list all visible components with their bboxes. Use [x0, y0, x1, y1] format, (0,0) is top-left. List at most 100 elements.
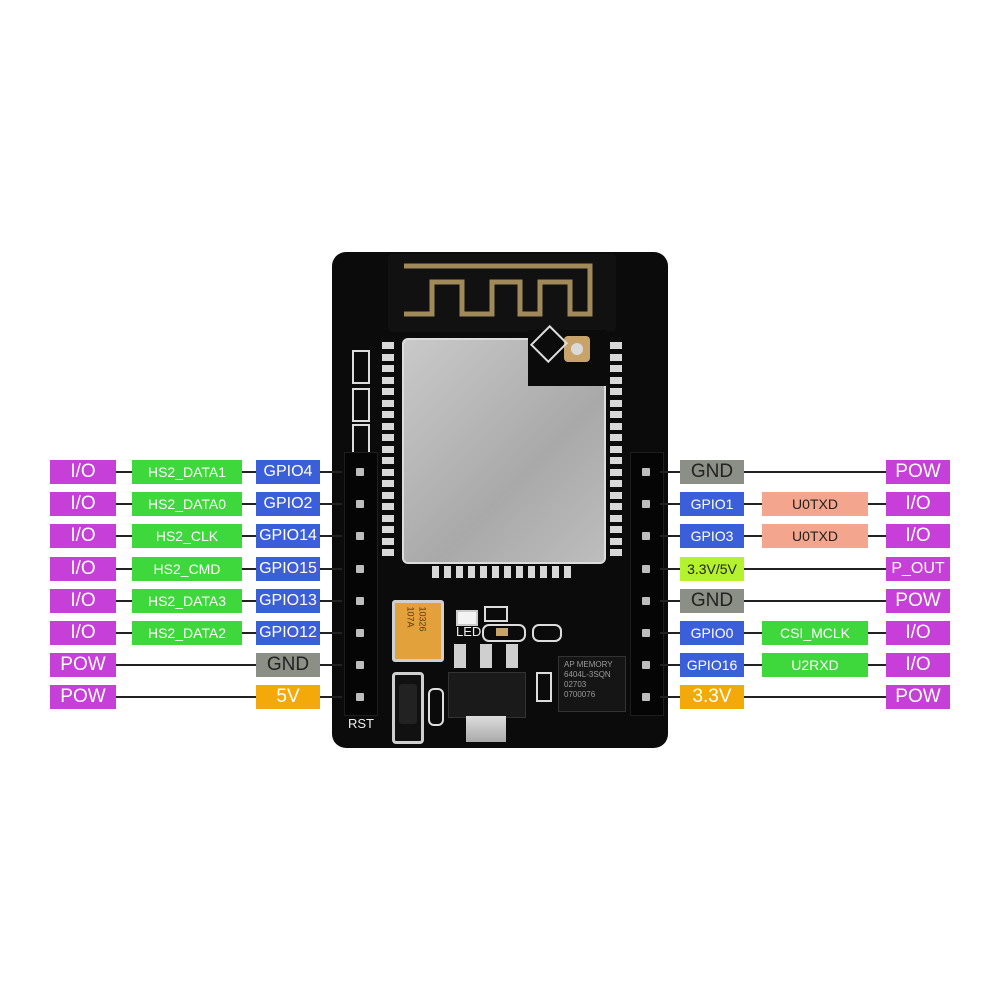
- module-pad: [610, 399, 622, 407]
- module-pad: [382, 411, 394, 418]
- right-pin-header: [630, 452, 664, 716]
- pin-badge: 5V: [256, 685, 320, 709]
- type-badge: I/O: [50, 589, 116, 613]
- module-pad: [610, 480, 622, 487]
- header-pin: [356, 532, 364, 541]
- pin-badge: 3.3V: [680, 685, 744, 709]
- function-badge: HS2_DATA2: [132, 621, 242, 645]
- function-badge: HS2_DATA0: [132, 492, 242, 516]
- type-badge: POW: [50, 653, 116, 677]
- pin-badge: 3.3V/5V: [680, 557, 744, 581]
- module-pad: [610, 503, 622, 510]
- type-badge: POW: [886, 685, 950, 709]
- module-pad: [382, 514, 394, 522]
- header-pin: [642, 661, 650, 670]
- module-pad: [610, 468, 622, 476]
- pin-badge: GPIO15: [256, 557, 320, 581]
- psram-pins-top: [562, 636, 622, 656]
- esp32-cam-board: 107A 10326 LED1 RST AP MEMORY 6404L-3SQN…: [332, 252, 668, 748]
- module-pad: [610, 388, 622, 395]
- pin-badge: GPIO13: [256, 589, 320, 613]
- header-pin: [356, 693, 364, 702]
- smd-resistor: [352, 350, 370, 384]
- psram-chip: [558, 656, 626, 712]
- pin-badge: GPIO4: [256, 460, 320, 484]
- led: [456, 610, 478, 626]
- psram-marking: 6404L-3SQN: [564, 670, 611, 679]
- connector-line: [660, 696, 886, 698]
- pin-badge: GPIO16: [680, 653, 744, 677]
- header-pin: [642, 564, 650, 573]
- regulator-pin: [454, 644, 466, 668]
- header-pin: [356, 596, 364, 605]
- module-pad: [610, 434, 622, 441]
- regulator-pin: [506, 644, 518, 668]
- smd-resistor: [352, 388, 370, 422]
- pin-badge: GPIO3: [680, 524, 744, 548]
- smd-component: [428, 688, 444, 726]
- module-pad: [610, 514, 622, 522]
- psram-marking: AP MEMORY: [564, 660, 613, 669]
- type-badge: I/O: [50, 492, 116, 516]
- smd-component: [536, 672, 552, 702]
- pin-badge: GPIO14: [256, 524, 320, 548]
- module-pad: [610, 365, 622, 372]
- pin-badge: GPIO2: [256, 492, 320, 516]
- function-badge: HS2_DATA1: [132, 460, 242, 484]
- module-pad: [610, 411, 622, 418]
- rst-button-cap[interactable]: [399, 684, 417, 724]
- module-pad: [382, 434, 394, 441]
- header-pin: [642, 629, 650, 637]
- type-badge: I/O: [886, 621, 950, 645]
- connector-line: [116, 696, 342, 698]
- header-pin: [356, 500, 364, 509]
- smd-component: [484, 606, 508, 622]
- header-pin: [356, 468, 364, 476]
- function-badge: U0TXD: [762, 492, 868, 516]
- pin-badge: GND: [680, 460, 744, 484]
- smd-capacitor-body: [496, 628, 508, 636]
- connector-line: [116, 664, 342, 666]
- module-pad: [432, 566, 439, 578]
- led-label: LED1: [456, 624, 489, 639]
- smd-resistor: [352, 424, 370, 454]
- psram-marking: 02703: [564, 680, 587, 689]
- module-pad: [610, 549, 622, 556]
- module-pad: [492, 566, 499, 578]
- pin-badge: GND: [256, 653, 320, 677]
- function-badge: U2RXD: [762, 653, 868, 677]
- module-pad: [382, 457, 394, 464]
- module-pad: [610, 445, 622, 453]
- module-pad: [552, 566, 559, 578]
- type-badge: I/O: [886, 653, 950, 677]
- header-pin: [642, 596, 650, 605]
- pin-badge: GPIO1: [680, 492, 744, 516]
- module-pad: [610, 457, 622, 464]
- module-pad: [382, 388, 394, 395]
- module-pad: [382, 491, 394, 499]
- module-pad: [456, 566, 463, 578]
- header-pin: [356, 564, 364, 573]
- module-pad: [528, 566, 535, 578]
- module-pad: [382, 365, 394, 372]
- capacitor-marking: 10326: [417, 606, 428, 632]
- module-pad: [382, 399, 394, 407]
- module-pad: [382, 468, 394, 476]
- type-badge: I/O: [50, 621, 116, 645]
- pcb-antenna-trace: [404, 263, 593, 317]
- type-badge: POW: [50, 685, 116, 709]
- psram-marking: 0700076: [564, 690, 596, 699]
- voltage-regulator: [448, 672, 526, 718]
- pin-badge: GPIO0: [680, 621, 744, 645]
- module-pad: [480, 566, 487, 578]
- module-pad: [564, 566, 571, 578]
- header-pin: [642, 532, 650, 541]
- module-pad: [382, 549, 394, 556]
- pin-badge: GND: [680, 589, 744, 613]
- pin-badge: GPIO12: [256, 621, 320, 645]
- type-badge: I/O: [50, 524, 116, 548]
- module-pad: [382, 445, 394, 453]
- module-pad: [382, 422, 394, 430]
- module-pad: [382, 526, 394, 533]
